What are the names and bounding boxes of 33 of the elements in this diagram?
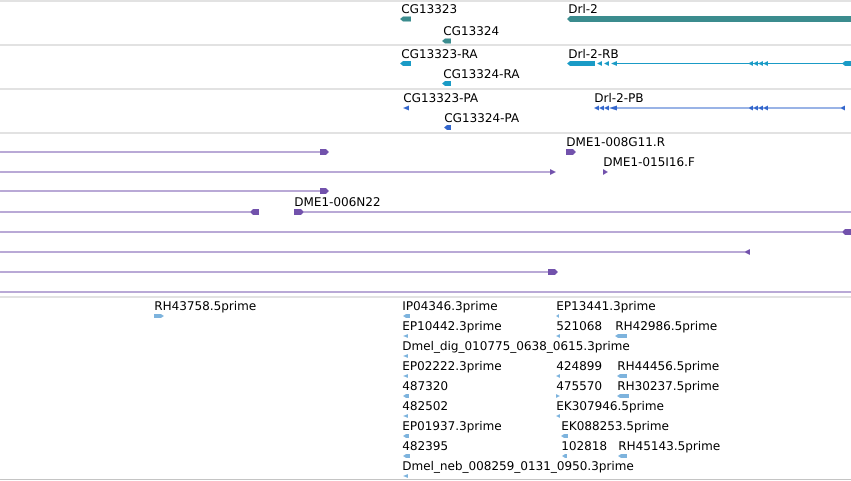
feature-label: CG13323-RA	[402, 49, 478, 58]
feature-label: CG13324	[444, 26, 498, 36]
feature-label: 424899	[556, 361, 602, 370]
feature-label: CG13323-PA	[404, 93, 478, 102]
feature-label: 482502	[402, 401, 447, 410]
feature-label: EP02222.3prime	[403, 360, 502, 372]
feature-label: DME1-015I16.F	[604, 157, 694, 166]
feature-label: EP01937.3prime	[403, 420, 502, 432]
feature-label: RH45143.5prime	[619, 440, 720, 452]
feature-label: RH43758.5prime	[155, 300, 256, 312]
feature-label: 482395	[402, 441, 448, 450]
feature-label: EK307946.5prime	[557, 400, 664, 412]
feature-label: EK088253.5prime	[562, 420, 668, 432]
feature-label: Drl-2-RB	[569, 48, 618, 58]
feature-label: 487320	[402, 381, 448, 390]
feature-label: Drl-2	[569, 4, 597, 13]
feature-label: 475570	[556, 381, 602, 390]
feature-label: Drl-2-PB	[595, 92, 643, 102]
feature-label: Dmel_neb_008259_0131_0950.3prime	[403, 460, 634, 473]
feature-label: CG13323	[402, 4, 456, 14]
feature-label: DME1-008G11.R	[567, 137, 665, 146]
feature-label: RH30237.5prime	[618, 380, 719, 392]
feature-label: RH44456.5prime	[618, 360, 719, 372]
feature-label: Dmel_dig_010775_0638_0615.3prime	[403, 340, 630, 353]
feature-label: EP13441.3prime	[557, 300, 656, 312]
feature-label: EP10442.3prime	[403, 320, 502, 332]
feature-label: RH42986.5prime	[616, 320, 717, 332]
feature-label: 102818	[562, 441, 606, 450]
feature-label: CG13324-PA	[444, 113, 520, 122]
feature-label: IP04346.3prime	[403, 300, 497, 312]
feature-label: 521068	[557, 321, 602, 330]
feature-label: CG13324-RA	[444, 69, 520, 78]
feature-label: DME1-006N22	[295, 197, 380, 206]
